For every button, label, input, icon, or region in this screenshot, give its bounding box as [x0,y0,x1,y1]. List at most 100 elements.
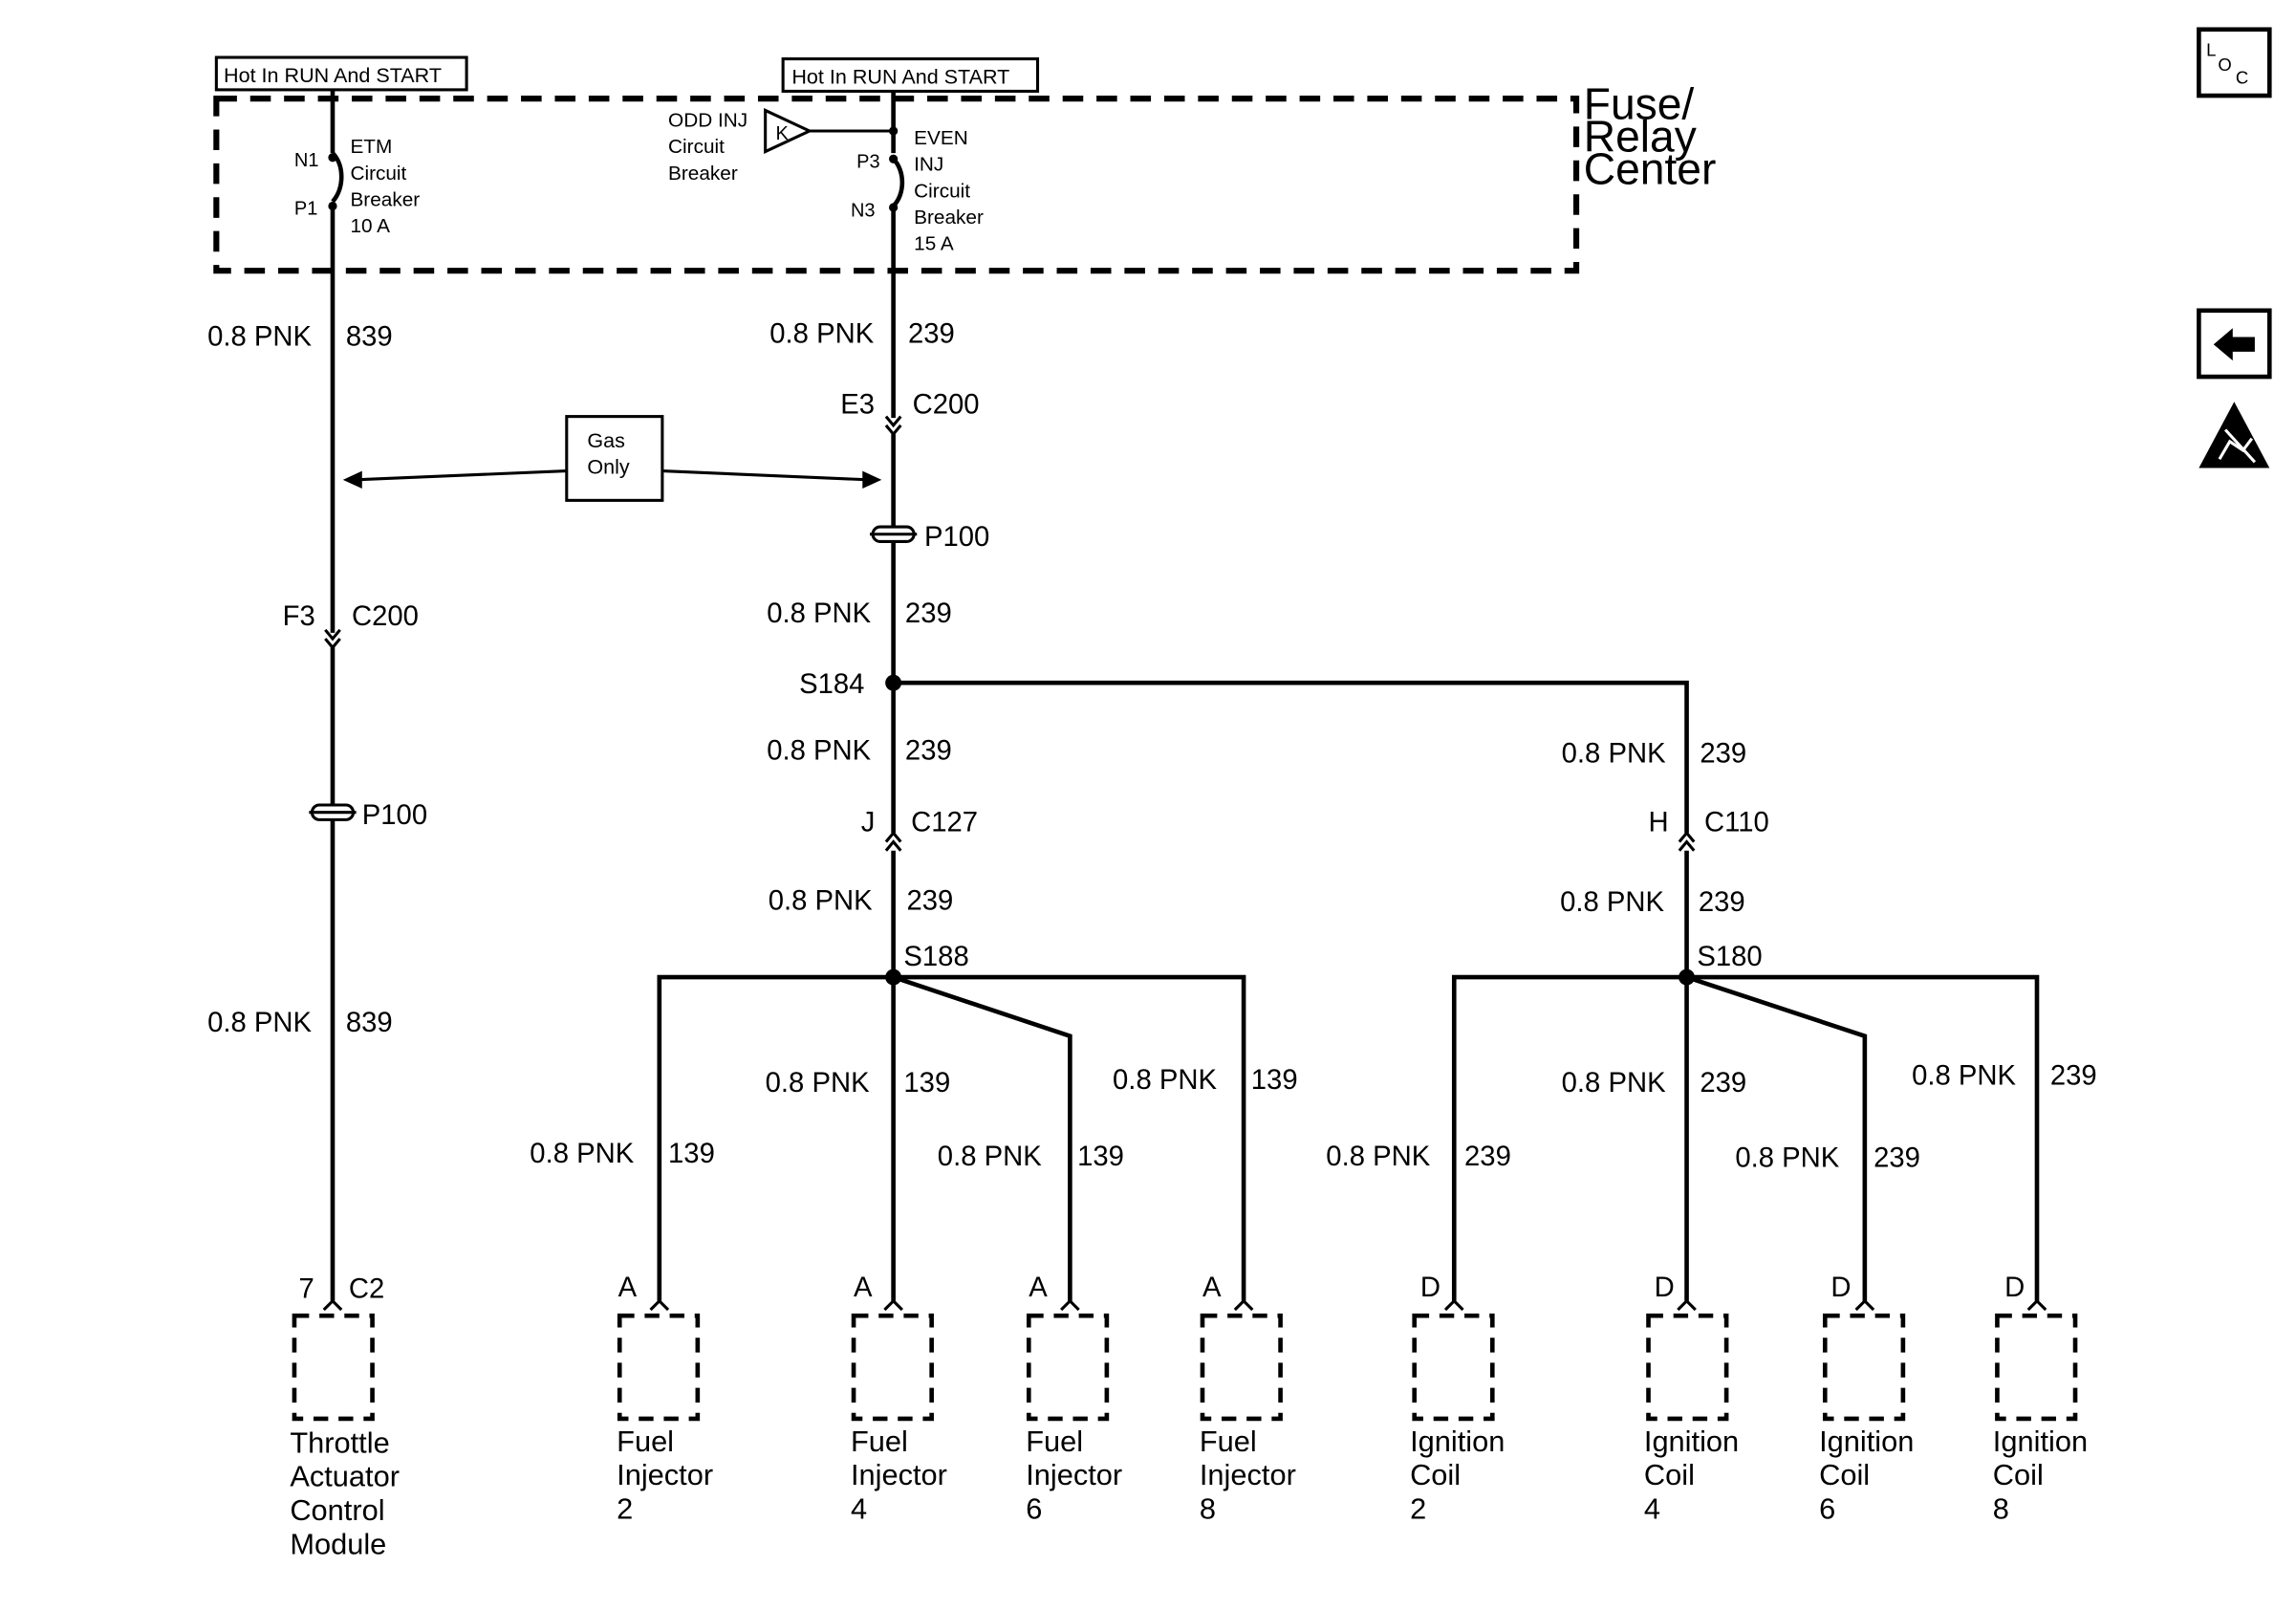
svg-text:C: C [2236,68,2248,88]
splice-label: S188 [903,942,968,972]
even-label-5: 15 A [914,233,954,255]
wire-size-label: 0.8 PNK [1912,1060,2016,1091]
component-pin: D [1420,1273,1440,1303]
component-label-3: 8 [1993,1492,2009,1526]
svg-text:L: L [2206,39,2216,59]
connector-symbol [883,1298,903,1312]
etm-label-1: ETM [350,136,392,158]
gas-only-arrowhead-left [342,470,362,490]
component-label-1: Ignition [1819,1425,1914,1458]
component-box [1200,1313,1283,1422]
gas-only-label-1: Gas [587,428,625,452]
component-label-2: Injector [1200,1458,1296,1491]
wire-239-coil-bus [1451,974,2040,1301]
wire-239-to-right-branch [893,680,1689,834]
component-label-1: Fuel [1200,1425,1257,1458]
circuit-label: 139 [1251,1065,1298,1096]
wire-size-label: 0.8 PNK [769,319,874,350]
component-label-1: Ignition [1993,1425,2088,1458]
component-label-3: 8 [1200,1492,1216,1526]
etm-breaker-pin-n1 [328,153,337,163]
connector-pin: J [861,808,876,838]
component-pin: A [618,1273,638,1303]
connector-c2-symbol [322,1298,343,1312]
wire-size-label: 0.8 PNK [769,885,873,916]
component-label-1: Fuel [617,1425,674,1458]
connector-name: C127 [911,808,978,838]
svg-text:O: O [2218,54,2231,75]
odd-inj-connector: K [775,123,789,144]
connector-name: C110 [1704,808,1769,838]
fuse-relay-center-label-1: Fuse/ [1584,79,1695,129]
connector-pin: H [1649,808,1669,838]
connector-c110-symbol [1678,830,1696,852]
connector-name: C200 [352,601,419,632]
odd-inj-label-1: ODD INJ [668,109,747,131]
fuel-injector-4: A Fuel Injector 4 [851,1273,947,1525]
component-box [617,1313,701,1422]
component-pin: D [1830,1273,1851,1303]
component-pin: D [1655,1273,1675,1303]
ignition-coil-4: D Ignition Coil 4 [1644,1273,1739,1525]
power-source-right-box [781,57,1040,93]
component-label-1: Fuel [1026,1425,1083,1458]
component-pin: A [1202,1273,1222,1303]
wire-size-label: 0.8 PNK [767,735,871,766]
splice-label: S184 [799,669,864,700]
ignition-coil-6: D Ignition Coil 6 [1819,1273,1914,1525]
component-label-3: 6 [1819,1492,1835,1526]
wire-size-label: 0.8 PNK [767,598,871,629]
module-pin: 7 [299,1274,314,1305]
connector-symbol [1443,1298,1464,1312]
odd-inj-label-2: Circuit [668,136,725,158]
even-pin-p3: P3 [856,151,879,172]
component-label-3: 2 [617,1492,633,1526]
wire-size-label: 0.8 PNK [1562,738,1666,769]
power-source-left-box [214,55,468,92]
even-label-3: Circuit [914,180,970,202]
splice-label: S180 [1697,942,1762,972]
wire-139-injector-6 [892,974,1072,1301]
location-icon[interactable]: L O C [2197,27,2272,98]
even-breaker-symbol [891,157,905,208]
gas-only-label-2: Only [587,455,630,479]
ignition-coil-2: D Ignition Coil 2 [1410,1273,1505,1525]
etm-label-2: Circuit [350,163,406,185]
even-label-4: Breaker [914,207,984,228]
back-arrow-icon[interactable] [2197,308,2272,380]
throttle-module-label-2: Actuator [290,1460,400,1493]
fuel-injector-2: A Fuel Injector 2 [617,1273,713,1525]
circuit-label: 239 [905,598,952,629]
wire-139-injector-bus [657,974,1246,1301]
component-pin: A [854,1273,873,1303]
splice-pack-label: P100 [362,800,427,831]
component-label-2: Injector [1026,1458,1122,1491]
circuit-label: 139 [903,1068,950,1099]
etm-label-4: 10 A [350,215,390,237]
connector-c127-symbol [884,830,902,852]
throttle-module-box [292,1313,375,1422]
wire-size-label: 0.8 PNK [1560,887,1664,918]
gas-only-box [565,415,664,502]
component-label-2: Coil [1993,1458,2044,1491]
connector-pin: F3 [283,601,315,632]
connector-symbol [1677,1298,1697,1312]
component-box [1822,1313,1906,1422]
esd-warning-icon [2199,402,2270,468]
circuit-label: 239 [1874,1143,1920,1174]
gas-only-arrow-left [356,469,567,482]
component-box [1995,1313,2078,1422]
circuit-label: 139 [1077,1142,1124,1172]
circuit-label: 239 [908,319,955,350]
connector-pin: E3 [840,390,875,421]
fuel-injector-8: A Fuel Injector 8 [1200,1273,1296,1525]
circuit-label: 239 [2050,1060,2097,1091]
throttle-module-label-1: Throttle [290,1425,389,1459]
wire-size-label: 0.8 PNK [1562,1068,1666,1099]
fuse-relay-center-label-2: Relay [1584,112,1697,162]
even-pin-n3: N3 [851,200,876,221]
wire-size-label: 0.8 PNK [530,1139,634,1169]
circuit-label: 239 [906,885,953,916]
connector-name: C200 [913,390,980,421]
